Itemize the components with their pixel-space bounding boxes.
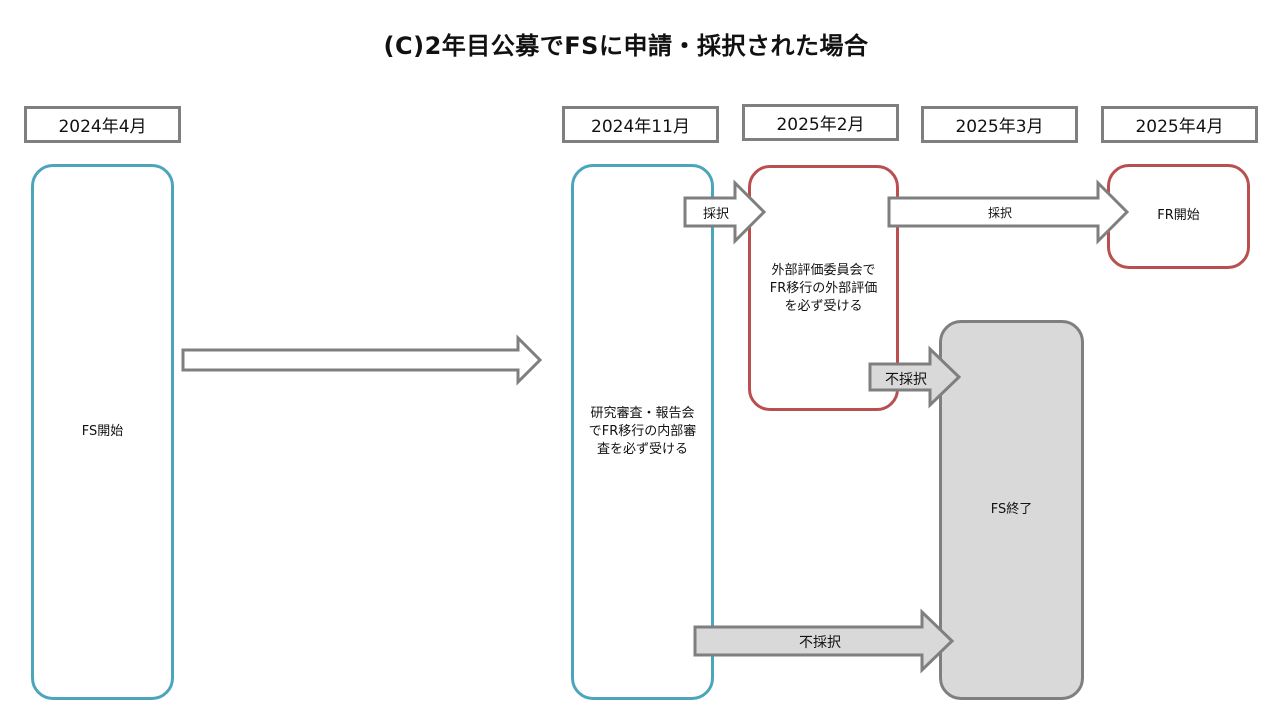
reject-arrow-2 <box>693 608 955 674</box>
adopt-label-2: 採択 <box>987 206 1012 220</box>
fr-start-box: FR開始 <box>1107 164 1250 269</box>
reject-label-2: 不採択 <box>799 635 841 651</box>
fs-start-box: FS開始 <box>31 164 174 700</box>
diagram-title: (C)2年目公募でFSに申請・採択された場合 <box>383 32 869 60</box>
adopt-label-1: 採択 <box>702 207 729 222</box>
internal-review-text: 研究審査・報告会でFR移行の内部審査を必ず受ける <box>588 406 697 457</box>
external-review-text: 外部評価委員会でFR移行の外部評価を必ず受ける <box>769 263 878 314</box>
fs-end-box: FS終了 <box>939 320 1084 700</box>
long-transition-arrow <box>181 334 543 386</box>
reject-label-1: 不採択 <box>885 372 927 388</box>
adopt-arrow-2 <box>887 179 1130 245</box>
fr-start-text: FR開始 <box>1157 208 1200 223</box>
fs-start-text: FS開始 <box>81 424 124 439</box>
date-label-2025-03: 2025年3月 <box>921 106 1078 143</box>
date-label-2024-11: 2024年11月 <box>562 106 719 143</box>
adopt-arrow-1 <box>683 179 767 245</box>
fs-end-text: FS終了 <box>990 502 1033 517</box>
reject-arrow-1 <box>868 345 962 409</box>
internal-review-box: 研究審査・報告会でFR移行の内部審査を必ず受ける <box>571 164 714 700</box>
date-label-2024-04: 2024年4月 <box>24 106 181 143</box>
date-label-2025-02: 2025年2月 <box>742 104 899 141</box>
date-label-2025-04: 2025年4月 <box>1101 106 1258 143</box>
